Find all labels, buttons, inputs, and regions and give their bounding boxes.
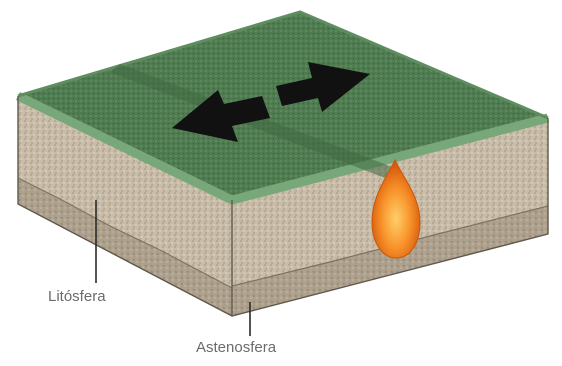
lithosphere-label: Litósfera (48, 288, 106, 305)
asthenosphere-label: Astenosfera (196, 339, 276, 356)
